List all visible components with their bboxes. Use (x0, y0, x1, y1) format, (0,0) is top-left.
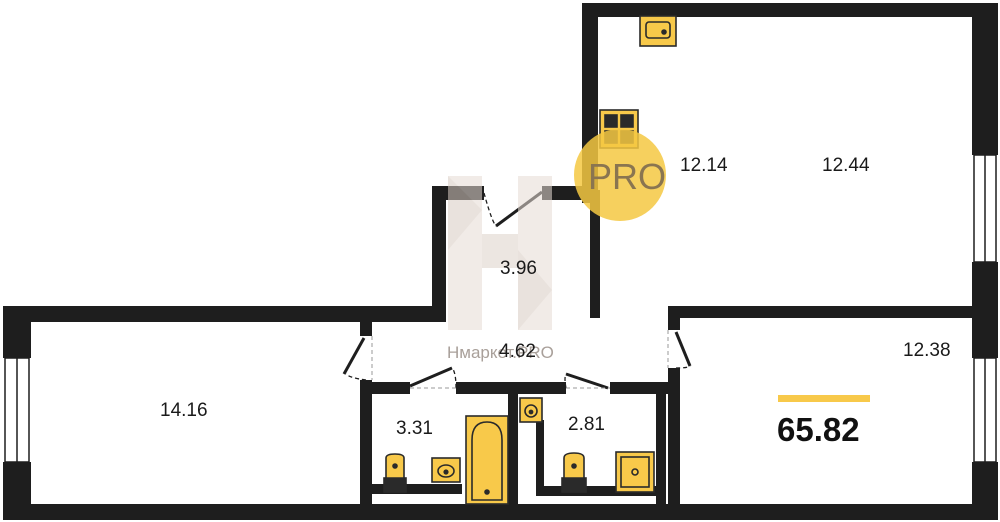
wall-partition-right (668, 306, 978, 318)
room-area-label: 3.96 (500, 258, 537, 279)
door-left-room-leaf (342, 337, 366, 375)
wall-right-room-left (668, 368, 680, 520)
room-labels: 12.14 12.44 3.96 4.62 12.38 14.16 3.31 2… (160, 155, 951, 439)
door-bath-leaf (409, 366, 453, 388)
dashed-separators (371, 330, 669, 389)
room-area-label: 3.31 (396, 418, 433, 439)
pro-badge-text: PRO (588, 156, 666, 197)
wall-wc-ledge (536, 486, 660, 496)
room-area-label: 14.16 (160, 400, 208, 421)
pro-badge: PRO (574, 129, 666, 221)
wall-wc-ledge-left (536, 420, 544, 492)
wall-right-room-left-top (668, 306, 680, 330)
watermark-h-logo (448, 176, 552, 330)
door-right-room-leaf (674, 331, 692, 367)
total-area-accent-bar (778, 395, 870, 402)
fixtures (383, 15, 677, 505)
room-area-label: 12.14 (680, 155, 728, 176)
wall-bath-ledge (370, 484, 462, 494)
toilet-wc-icon (561, 452, 587, 493)
wall-wc-right (656, 390, 666, 510)
wall-bath-left (360, 380, 372, 510)
total-area: 65.82 (777, 411, 860, 448)
door-wc-leaf (565, 372, 609, 390)
wall-stub (590, 190, 600, 318)
wall-top (582, 3, 998, 17)
bathtub-icon (465, 415, 509, 505)
wall-bath-left-top (360, 318, 372, 336)
wall-bath-divider (508, 388, 518, 510)
room-area-label: 2.81 (568, 414, 605, 435)
wall-right-upper (972, 3, 998, 155)
sink-bath-icon (431, 457, 461, 483)
windows (4, 154, 997, 463)
wall-corridor-bottom-1 (360, 382, 410, 394)
shower-tray-icon (615, 451, 655, 493)
walls (3, 3, 998, 520)
wall-small-left (432, 186, 446, 320)
toilet-bath-icon (383, 453, 407, 493)
wall-left-outer-top (3, 306, 31, 358)
wall-corridor-bottom-3 (610, 382, 680, 394)
watermark-text: Нмаркет.PRO (447, 343, 554, 362)
wall-bottom (3, 504, 998, 520)
room-area-label: 12.44 (822, 155, 870, 176)
sink-wc-icon (519, 397, 543, 423)
room-area-label: 4.62 (499, 341, 536, 362)
room-area-label: 12.38 (903, 340, 951, 361)
kitchen-sink-icon (639, 15, 677, 47)
wall-left-top (3, 306, 446, 322)
